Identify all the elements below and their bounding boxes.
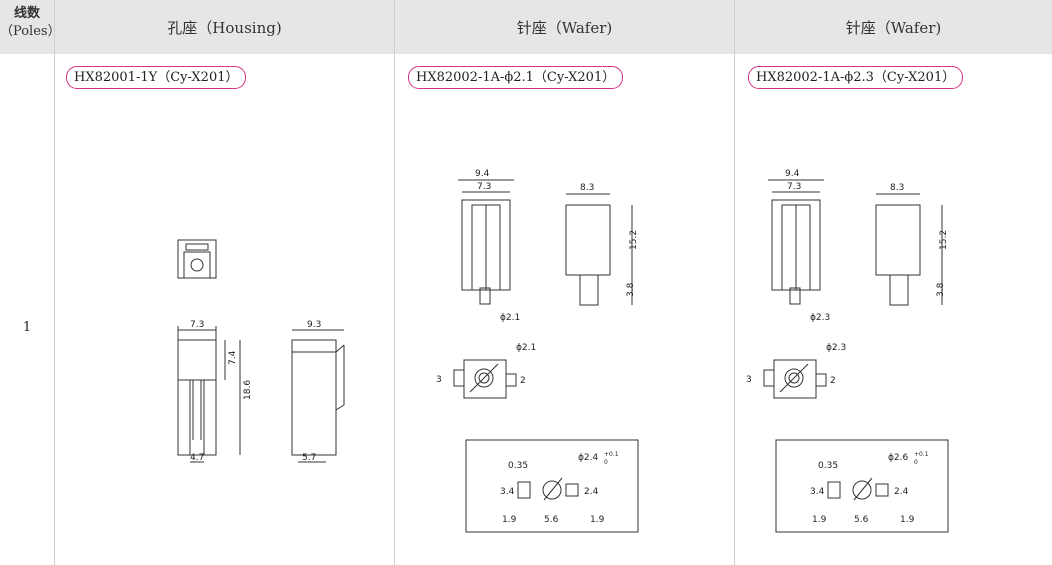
housing-part-number: HX82001-1Y（Cy-X201） xyxy=(66,66,247,89)
poles-label-cn: 线数 xyxy=(13,6,40,21)
housing-side-view xyxy=(291,339,337,456)
poles-label-en: （Poles） xyxy=(0,24,61,40)
table-header xyxy=(0,0,1052,54)
wafer-2-dim-side-width: 8.3 xyxy=(890,183,904,193)
housing-dim-height-upper: 7.4 xyxy=(228,350,238,365)
wafer-2-pcb-56: 5.6 xyxy=(854,515,869,525)
wafer-1-pcb-035: 0.35 xyxy=(508,461,528,471)
wafer-2-dim-pin-dia: ϕ2.3 xyxy=(810,313,830,323)
wafer-1-dim-pin-dia: ϕ2.1 xyxy=(500,313,520,323)
wafer-1-dim-top-pin: 2 xyxy=(520,376,526,386)
column-divider xyxy=(734,0,735,565)
wafer-2-dim-top-pin-dia: ϕ2.3 xyxy=(826,343,846,353)
wafer-2-pcb-19a: 1.9 xyxy=(812,515,827,525)
housing-dim-width-top: 7.3 xyxy=(190,320,204,330)
wafer-1-dim-side-width: 8.3 xyxy=(580,183,594,193)
wafer-2-pcb-tol-minus: 0 xyxy=(914,459,918,466)
wafer-2-dim-top-pin: 2 xyxy=(830,376,836,386)
housing-dim-side-width-top: 9.3 xyxy=(307,320,321,330)
wafer-2-dim-top-w: 3 xyxy=(746,375,752,385)
column-divider xyxy=(54,0,55,565)
housing-dim-width-bottom: 4.7 xyxy=(190,453,204,463)
wafer-2-pcb-19b: 1.9 xyxy=(900,515,915,525)
wafer-1-pcb-19a: 1.9 xyxy=(502,515,517,525)
wafer-2-dim-width-inner: 7.3 xyxy=(787,182,801,192)
header-wafer-2: 针座（Wafer) xyxy=(845,18,942,37)
wafer-1-dim-top-pin-dia: ϕ2.1 xyxy=(516,343,536,353)
header-housing: 孔座（Housing) xyxy=(167,18,282,37)
wafer-1-pcb-24: 2.4 xyxy=(584,487,599,497)
housing-dim-side-width-bottom: 5.7 xyxy=(302,453,316,463)
wafer-1-dim-height: 15.2 xyxy=(629,230,639,250)
wafer-1-pcb-56: 5.6 xyxy=(544,515,559,525)
wafer-1-pcb-tol-minus: 0 xyxy=(604,459,608,466)
wafer-2-dim-height: 15.2 xyxy=(939,230,949,250)
wafer-2-pcb-34: 3.4 xyxy=(810,487,825,497)
wafer-2-dim-pin-height: 3.8 xyxy=(936,282,946,297)
wafer-1-pcb-tol-plus: +0.1 xyxy=(604,451,619,458)
wafer-2-pcb-hole: ϕ2.6 xyxy=(888,453,909,463)
header-wafer-1: 针座（Wafer) xyxy=(516,18,613,37)
wafer-1-part-number: HX82002-1A-ϕ2.1（Cy-X201） xyxy=(408,66,624,89)
wafer-2-pcb-035: 0.35 xyxy=(818,461,838,471)
poles-count: 1 xyxy=(22,320,32,335)
housing-dim-height-total: 18.6 xyxy=(243,380,253,400)
header-poles: 线数 （Poles） xyxy=(0,0,61,54)
wafer-1-dim-pin-height: 3.8 xyxy=(626,282,636,297)
wafer-1-pcb-34: 3.4 xyxy=(500,487,515,497)
column-divider xyxy=(394,0,395,565)
wafer-1-dim-width-outer: 9.4 xyxy=(475,169,490,179)
wafer-1-dim-width-inner: 7.3 xyxy=(477,182,491,192)
wafer-2-dim-width-outer: 9.4 xyxy=(785,169,800,179)
wafer-1-pcb-19b: 1.9 xyxy=(590,515,605,525)
wafer-2-pcb-24: 2.4 xyxy=(894,487,909,497)
wafer-2-part-number: HX82002-1A-ϕ2.3（Cy-X201） xyxy=(748,66,964,89)
wafer-1-pcb-hole: ϕ2.4 xyxy=(578,453,599,463)
wafer-1-dim-top-w: 3 xyxy=(436,375,442,385)
wafer-2-pcb-tol-plus: +0.1 xyxy=(914,451,929,458)
